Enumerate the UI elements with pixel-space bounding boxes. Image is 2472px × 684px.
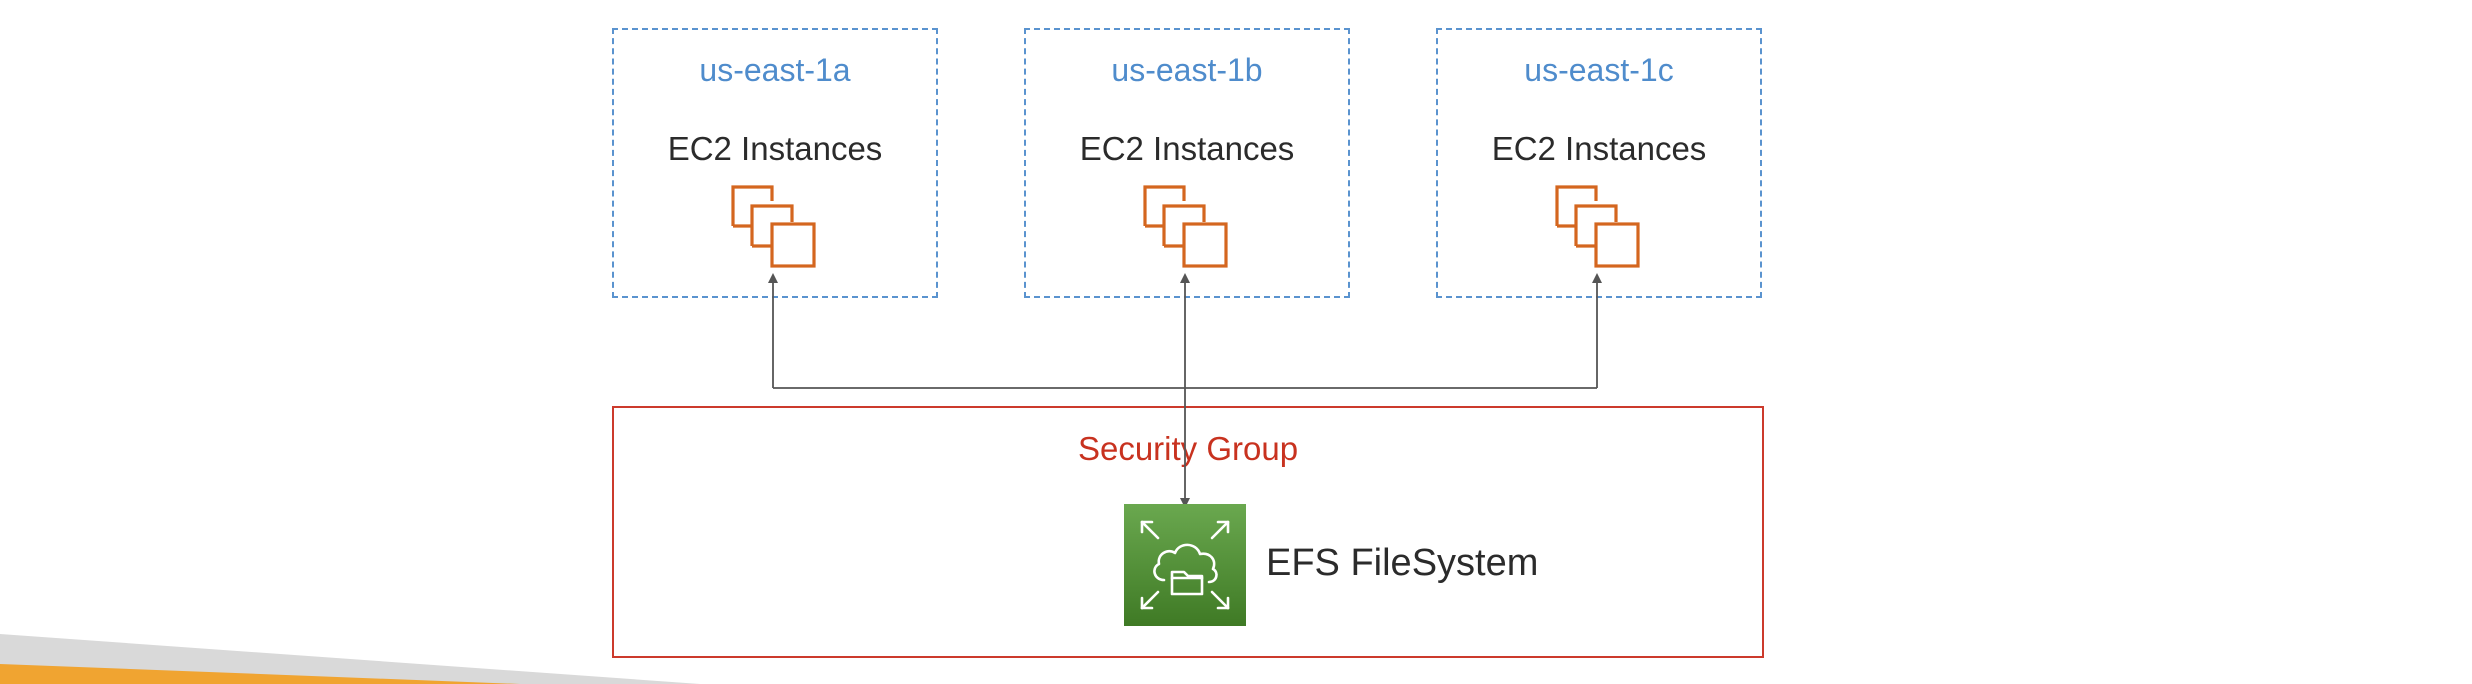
zone-label: us-east-1b	[1111, 52, 1263, 88]
security-group-box: Security Group	[612, 406, 1764, 658]
ec2-instances-icon	[731, 185, 816, 268]
efs-filesystem-icon	[1124, 504, 1246, 626]
connector-lines	[768, 273, 1602, 508]
ec2-instances-label: EC2 Instances	[1491, 130, 1707, 167]
ec2-instances-label: EC2 Instances	[667, 130, 883, 167]
security-group-label: Security Group	[1077, 430, 1299, 467]
ec2-instances-icon	[1143, 185, 1228, 268]
availability-zone-box: us-east-1c EC2 Instances	[1436, 28, 1762, 298]
zone-label: us-east-1a	[699, 52, 851, 88]
zone-label: us-east-1c	[1524, 52, 1674, 88]
availability-zone-box: us-east-1b EC2 Instances	[1024, 28, 1350, 298]
ec2-instances-label: EC2 Instances	[1079, 130, 1295, 167]
ec2-instances-icon	[1555, 185, 1640, 268]
availability-zone-box: us-east-1a EC2 Instances	[612, 28, 938, 298]
efs-filesystem-label: EFS FileSystem	[1266, 542, 1539, 584]
